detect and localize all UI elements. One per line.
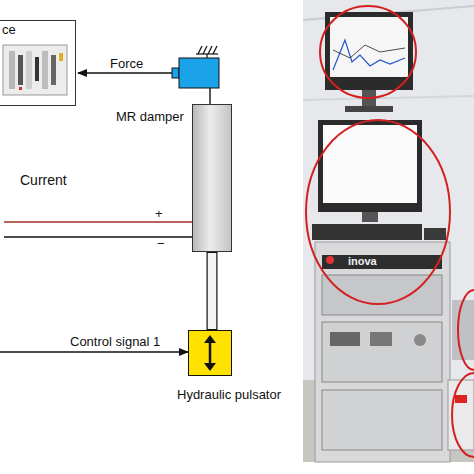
sensor-tip: [172, 68, 179, 78]
mr-damper-body: MR damper: [192, 104, 232, 252]
signal-name: Current: [20, 172, 67, 188]
signal-name: Control signal 1: [70, 334, 160, 349]
ground-symbol: [196, 46, 218, 58]
force-arrow: [78, 72, 172, 73]
positive-wire: [4, 221, 192, 222]
force-sensor: [179, 58, 219, 88]
node-label: Hydraulic pulsator: [177, 387, 281, 402]
piston-rod: [212, 252, 213, 330]
node-label: MR damper: [116, 109, 184, 124]
control-arrow: [0, 351, 188, 352]
signal-name: Force: [110, 56, 143, 71]
polarity-mark: +: [155, 206, 163, 221]
double-arrow-symbol: [189, 331, 231, 375]
interface-box: ce: [0, 20, 76, 106]
node-label: ce: [2, 22, 16, 37]
test-rig-photo: [303, 0, 474, 462]
sensor-link: [209, 88, 210, 104]
polarity-mark: −: [157, 236, 165, 251]
hydraulic-pulsator-box: Hydraulic pulsator: [188, 330, 232, 376]
daq-device-art: [1, 41, 71, 101]
brand-label: inova: [348, 255, 377, 267]
